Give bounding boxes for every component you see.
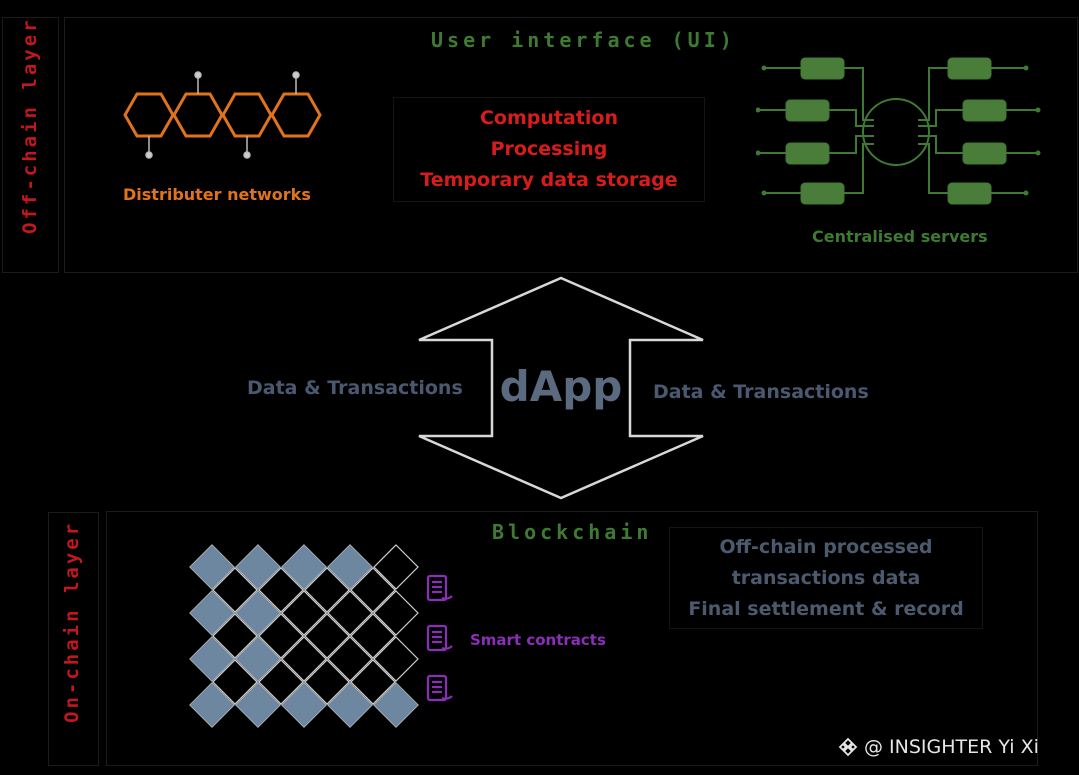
- settlement-line-2: transactions data: [731, 566, 921, 589]
- bidirectional-arrow-icon: [418, 276, 704, 500]
- block-filled: [374, 683, 418, 727]
- offchain-left-strip: [2, 17, 59, 273]
- block-filled: [236, 545, 280, 589]
- settlement-box: Off-chain processed transactions data Fi…: [669, 527, 983, 629]
- block-outline: [327, 590, 373, 636]
- block-filled: [190, 591, 234, 635]
- settlement-line-3: Final settlement & record: [688, 597, 964, 620]
- centralised-servers-caption: Centralised servers: [812, 227, 988, 246]
- onchain-panel: [106, 511, 1038, 766]
- block-link: [304, 659, 350, 705]
- block-outline: [281, 590, 327, 636]
- block-filled: [236, 683, 280, 727]
- smart-contracts-icon: [426, 574, 453, 702]
- settlement-line-1: Off-chain processed: [719, 535, 933, 558]
- dapp-label: dApp: [499, 362, 623, 411]
- block-filled: [282, 683, 326, 727]
- block-outline: [373, 590, 419, 636]
- computation-line: Computation: [479, 107, 618, 129]
- block-link: [258, 567, 304, 613]
- smart-contracts-caption: Smart contracts: [470, 631, 606, 649]
- block-link: [304, 567, 350, 613]
- centralised-servers-icon: [756, 57, 1041, 205]
- block-outline: [373, 636, 419, 682]
- block-outline: [373, 544, 419, 590]
- data-transactions-left: Data & Transactions: [247, 377, 463, 399]
- block-outline: [281, 636, 327, 682]
- blockchain-title: Blockchain: [492, 520, 653, 544]
- block-filled: [236, 591, 280, 635]
- ui-title: User interface (UI): [431, 28, 736, 52]
- block-filled: [328, 683, 372, 727]
- block-link: [350, 613, 396, 659]
- block-link: [304, 613, 350, 659]
- binance-logo-icon: [838, 737, 858, 757]
- computation-box: Computation Processing Temporary data st…: [393, 97, 705, 202]
- watermark: @ INSIGHTER Yi Xi: [838, 736, 1039, 758]
- block-filled: [190, 683, 234, 727]
- block-outline: [327, 636, 373, 682]
- block-link: [212, 659, 258, 705]
- block-link: [258, 659, 304, 705]
- block-filled: [190, 637, 234, 681]
- block-link: [258, 613, 304, 659]
- offchain-panel: [64, 17, 1078, 273]
- blockchain-grid-icon: [189, 544, 419, 728]
- block-filled: [236, 637, 280, 681]
- block-link: [212, 613, 258, 659]
- block-link: [212, 567, 258, 613]
- offchain-layer-label: Off-chain layer: [19, 17, 41, 234]
- block-filled: [282, 545, 326, 589]
- onchain-layer-label: On-chain layer: [61, 520, 83, 723]
- block-filled: [190, 545, 234, 589]
- block-link: [350, 659, 396, 705]
- distributer-networks-caption: Distributer networks: [123, 185, 311, 204]
- block-filled: [328, 545, 372, 589]
- data-transactions-right: Data & Transactions: [653, 381, 869, 403]
- distributed-network-icon: [123, 71, 322, 159]
- block-link: [350, 567, 396, 613]
- watermark-text: @ INSIGHTER Yi Xi: [864, 736, 1039, 758]
- onchain-left-strip: [48, 512, 99, 766]
- temporary-storage-line: Temporary data storage: [420, 169, 678, 191]
- processing-line: Processing: [490, 138, 608, 160]
